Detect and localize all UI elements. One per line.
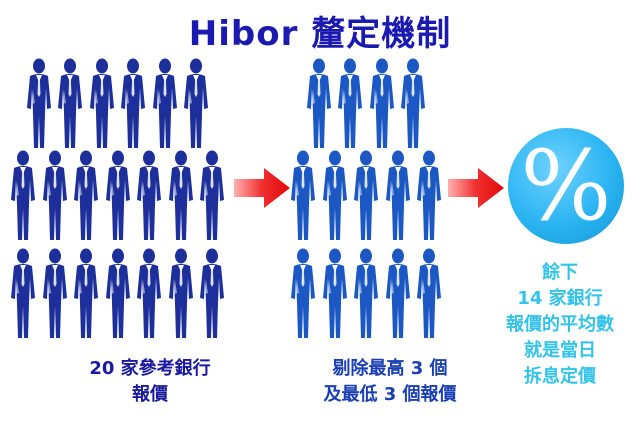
businessman-icon (71, 150, 101, 246)
caption-line: 餘下 (542, 262, 578, 283)
businessman-icon (197, 150, 227, 246)
businessman-icon (150, 58, 180, 154)
page-title: Hibor 釐定機制 (188, 14, 452, 54)
caption-line: 及最低 3 個報價 (323, 384, 457, 405)
caption-average-rate: 餘下 14 家銀行 報價的平均數 就是當日 拆息定價 (490, 260, 630, 390)
businessman-icon (40, 150, 70, 246)
businessman-icon (87, 58, 117, 154)
businessman-icon (288, 150, 318, 246)
right-arrow-icon (448, 168, 504, 208)
caption-line: 報價的平均數 (506, 314, 614, 335)
businessman-icon (181, 58, 211, 154)
businessman-icon (320, 150, 350, 246)
caption-line: 就是當日 (524, 340, 596, 361)
caption-remove-extremes: 剔除最高 3 個 及最低 3 個報價 (280, 356, 500, 408)
businessman-icon (166, 248, 196, 344)
businessman-icon (55, 58, 85, 154)
businessman-icon (383, 150, 413, 246)
right-arrow-icon (234, 168, 290, 208)
percent-symbol: % (520, 130, 612, 242)
businessman-icon (320, 248, 350, 344)
caption-line: 拆息定價 (524, 366, 596, 387)
businessman-icon (351, 150, 381, 246)
businessman-icon (414, 248, 444, 344)
caption-line: 14 家銀行 (517, 288, 603, 309)
businessman-icon (24, 58, 54, 154)
businessman-icon (118, 58, 148, 154)
businessman-icon (335, 58, 365, 154)
businessman-icon (71, 248, 101, 344)
businessman-icon (383, 248, 413, 344)
caption-line: 剔除最高 3 個 (332, 358, 448, 379)
percent-icon: % (508, 128, 624, 244)
businessman-icon (40, 248, 70, 344)
businessman-icon (351, 248, 381, 344)
businessman-icon (134, 150, 164, 246)
businessman-icon (414, 150, 444, 246)
businessman-icon (8, 248, 38, 344)
businessman-icon (134, 248, 164, 344)
caption-line: 報價 (132, 384, 168, 405)
caption-line: 20 家參考銀行 (89, 358, 211, 379)
businessman-icon (398, 58, 428, 154)
businessman-icon (103, 150, 133, 246)
caption-reference-banks: 20 家參考銀行 報價 (40, 356, 260, 408)
businessman-icon (8, 150, 38, 246)
businessman-icon (197, 248, 227, 344)
businessman-icon (304, 58, 334, 154)
businessman-icon (288, 248, 318, 344)
businessman-icon (367, 58, 397, 154)
businessman-icon (103, 248, 133, 344)
businessman-icon (166, 150, 196, 246)
